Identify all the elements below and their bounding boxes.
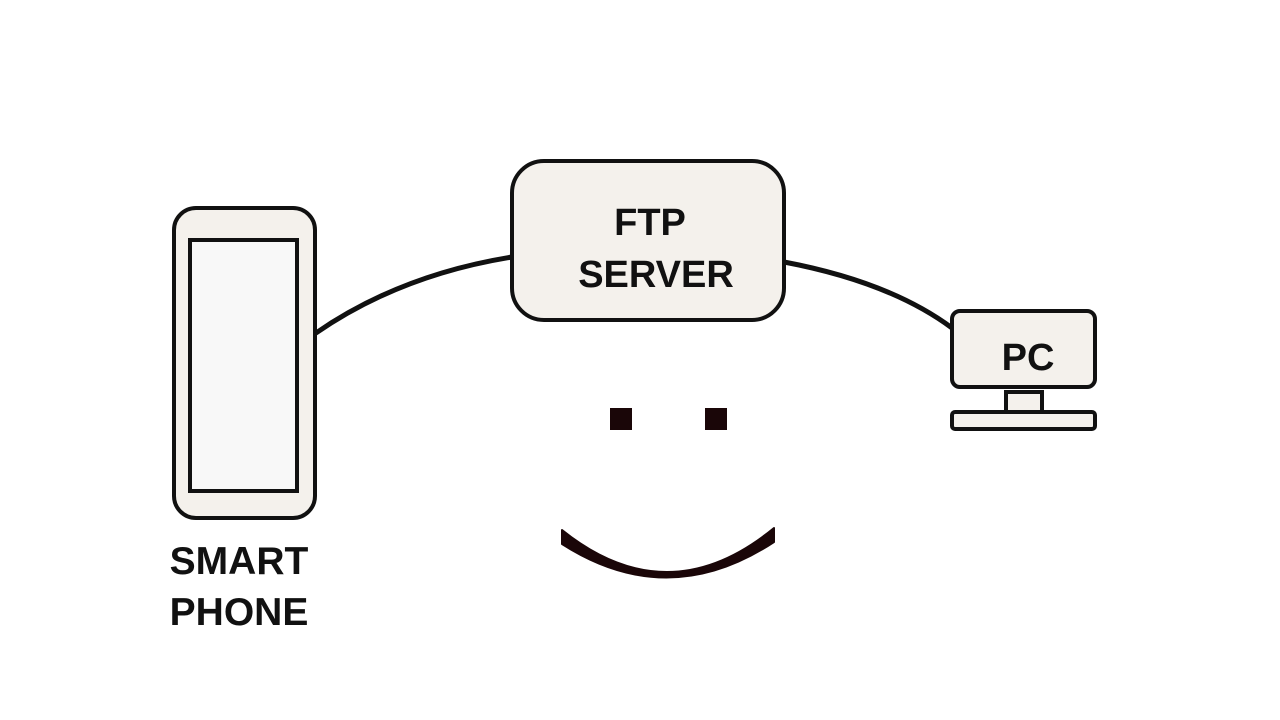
smiley-face-icon: [561, 408, 775, 579]
ftp-server-label-line1: FTP: [614, 202, 686, 244]
smiley-right-eye: [705, 408, 727, 430]
pc-monitor: [950, 309, 1097, 389]
connection-phone-to-server: [313, 254, 515, 336]
desktop-pc-icon: PC: [950, 309, 1097, 431]
ftp-server-node: FTP SERVER: [510, 159, 786, 322]
pc-stand-base: [950, 410, 1097, 431]
ftp-server-label-line2: SERVER: [578, 254, 734, 296]
pc-label: PC: [1002, 337, 1055, 379]
smiley-left-eye: [610, 408, 632, 430]
connection-server-to-pc: [781, 259, 955, 331]
smartphone-label-line2: PHONE: [170, 591, 309, 634]
smartphone-screen: [188, 238, 299, 493]
pc-monitor-neck: [1004, 390, 1044, 414]
ftp-server-box: [510, 159, 786, 322]
smartphone-icon: [172, 206, 317, 520]
smiley-mouth: [561, 527, 775, 579]
smartphone-label-line1: SMART: [170, 540, 309, 583]
